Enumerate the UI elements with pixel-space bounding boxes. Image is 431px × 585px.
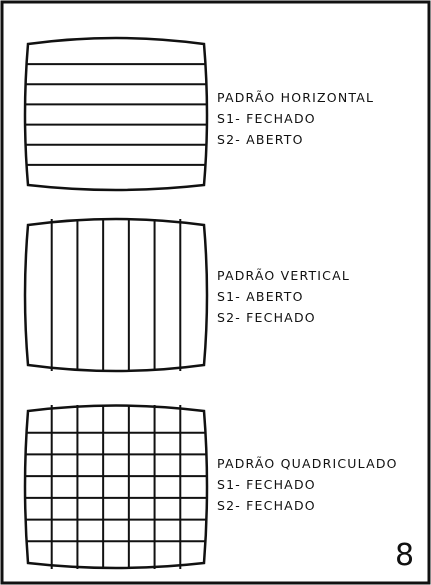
screen-vertical-pattern: [23, 217, 209, 373]
s2-state: S2- FECHADO: [217, 498, 316, 513]
s1-state: S1- FECHADO: [217, 111, 316, 126]
caption-vertical: PADRÃO VERTICAL S1- ABERTO S2- FECHADO: [217, 265, 350, 328]
pattern-title: PADRÃO HORIZONTAL: [217, 90, 375, 105]
pattern-title: PADRÃO QUADRICULADO: [217, 456, 398, 471]
crt-screen-outline: [23, 404, 209, 570]
pattern-title: PADRÃO VERTICAL: [217, 268, 351, 283]
s2-state: S2- FECHADO: [217, 310, 316, 325]
page-number: 8: [395, 538, 415, 573]
s1-state: S1- FECHADO: [217, 477, 316, 492]
crt-screen-outline: [23, 36, 209, 192]
caption-horizontal: PADRÃO HORIZONTAL S1- FECHADO S2- ABERTO: [217, 87, 374, 150]
caption-grid: PADRÃO QUADRICULADO S1- FECHADO S2- FECH…: [217, 453, 398, 516]
screen-horizontal-pattern: [23, 36, 209, 192]
crt-screen-outline: [23, 217, 209, 373]
s2-state: S2- ABERTO: [217, 132, 304, 147]
s1-state: S1- ABERTO: [217, 289, 304, 304]
screen-grid-pattern: [23, 404, 209, 570]
